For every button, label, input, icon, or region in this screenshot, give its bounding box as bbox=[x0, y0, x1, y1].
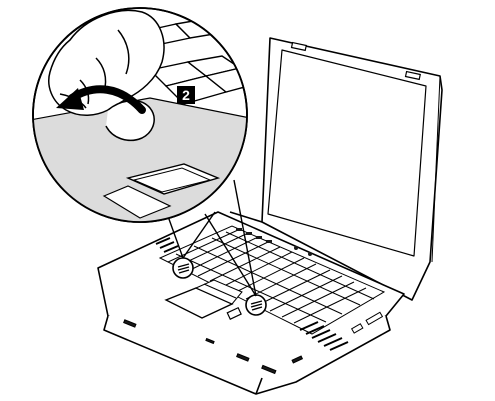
laptop-lid bbox=[229, 37, 443, 301]
step-number-badge: 2 bbox=[177, 86, 195, 104]
zoom-detail bbox=[32, 7, 248, 223]
right-side-ports bbox=[350, 311, 384, 334]
front-ports bbox=[123, 319, 304, 375]
lid-latch-marks bbox=[290, 41, 421, 81]
left-vents bbox=[155, 237, 179, 253]
palmrest-screw-right bbox=[245, 294, 267, 316]
fingerprint-reader bbox=[226, 306, 242, 320]
side-vents bbox=[299, 321, 349, 351]
palmrest-screw-left bbox=[172, 257, 194, 279]
function-keys-row bbox=[236, 228, 312, 256]
touchpad bbox=[164, 279, 243, 319]
